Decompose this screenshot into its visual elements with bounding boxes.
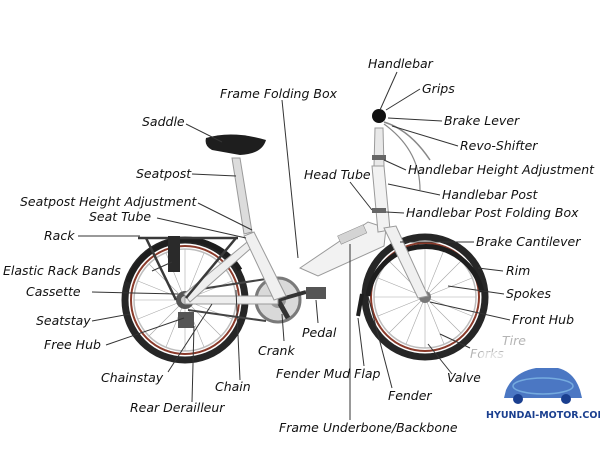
car-logo-icon — [504, 368, 582, 398]
label-tire: Tire — [502, 333, 526, 348]
handlebar-assembly — [372, 109, 431, 213]
front-fender-shape — [365, 244, 485, 297]
label-seatstay: Seatstay — [36, 313, 91, 328]
label-rack: Rack — [44, 228, 75, 243]
frame — [183, 127, 429, 305]
label-saddle: Saddle — [142, 114, 185, 129]
label-seatpost: Seatpost — [136, 166, 192, 181]
rear-rack — [138, 236, 238, 301]
saddle-shape — [205, 134, 266, 155]
bicycle-illustration — [121, 109, 489, 364]
label-frame-underbone: Frame Underbone/Backbone — [279, 420, 458, 435]
label-handlebar-post: Handlebar Post — [442, 187, 538, 202]
label-rim: Rim — [506, 263, 530, 278]
label-handlebar: Handlebar — [368, 56, 434, 71]
label-handlebar-height-adjustment: Handlebar Height Adjustment — [408, 162, 595, 177]
label-free-hub: Free Hub — [44, 337, 101, 352]
label-head-tube: Head Tube — [304, 167, 371, 182]
label-handlebar-post-folding-box: Handlebar Post Folding Box — [406, 205, 579, 220]
label-pedal: Pedal — [302, 325, 337, 340]
label-grips: Grips — [422, 81, 455, 96]
label-spokes: Spokes — [506, 286, 551, 301]
label-fender: Fender — [388, 388, 432, 403]
rear-fender-shape — [125, 237, 243, 283]
label-brake-cantilever: Brake Cantilever — [476, 234, 581, 249]
leader-lines — [78, 71, 511, 420]
label-front-hub: Front Hub — [512, 312, 574, 327]
label-chainstay: Chainstay — [101, 370, 164, 385]
watermark-text: HYUNDAI-MOTOR.COM.VN — [486, 410, 600, 421]
label-brake-lever: Brake Lever — [444, 113, 520, 128]
label-valve: Valve — [447, 370, 481, 385]
label-elastic-rack-bands: Elastic Rack Bands — [3, 263, 121, 278]
watermark-logo: HYUNDAI-MOTOR.COM.VN — [480, 352, 600, 456]
label-revo-shifter: Revo-Shifter — [460, 138, 538, 153]
label-rear-derailleur: Rear Derailleur — [130, 400, 225, 415]
part-labels: Handlebar Grips Frame Folding Box Saddle… — [3, 56, 595, 435]
label-crank: Crank — [258, 343, 295, 358]
label-seat-tube: Seat Tube — [89, 209, 151, 224]
frame-badge — [337, 224, 368, 245]
label-fender-mud-flap: Fender Mud Flap — [276, 366, 380, 381]
label-chain: Chain — [215, 379, 251, 394]
label-frame-folding-box: Frame Folding Box — [220, 86, 338, 101]
label-cassette: Cassette — [26, 284, 81, 299]
label-seatpost-height-adjustment: Seatpost Height Adjustment — [20, 194, 198, 209]
